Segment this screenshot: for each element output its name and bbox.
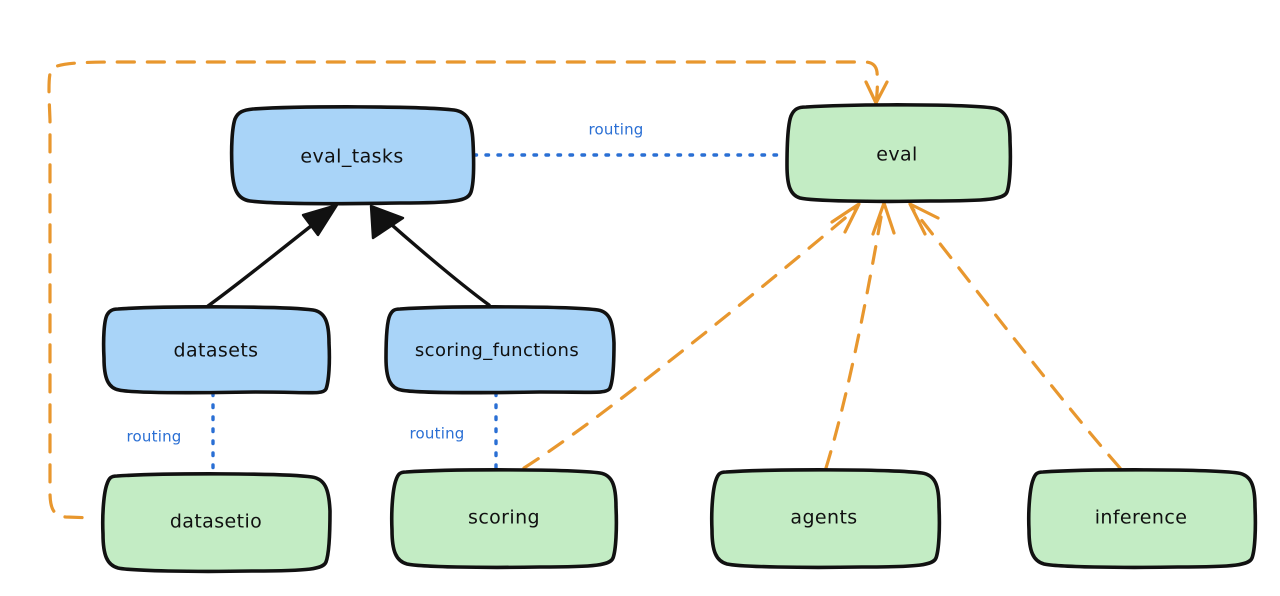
edge-datasets-to-datasetio: routing [127, 391, 215, 475]
arrowhead-agents-eval [871, 201, 896, 236]
node-agents[interactable]: agents [709, 468, 942, 570]
node-shape-inference [1026, 468, 1258, 570]
edge-eval_tasks-to-eval: routing [472, 121, 788, 157]
edge-path-inference-eval [910, 206, 1122, 470]
node-shape-eval_tasks [229, 105, 476, 206]
arrowhead-datasets-eval_tasks [301, 203, 339, 237]
edge-label-routing-scoring: routing [410, 425, 465, 443]
edge-inference-to-eval [908, 202, 1122, 470]
edge-agents-to-eval [824, 201, 896, 470]
node-shape-datasets [101, 305, 332, 395]
node-inference[interactable]: inference [1026, 468, 1258, 570]
node-shape-agents [709, 468, 942, 570]
node-label-datasetio: datasetio [170, 511, 262, 533]
arrowhead-scoring-eval [830, 202, 861, 234]
node-eval[interactable]: eval [785, 103, 1013, 204]
node-label-scoring: scoring [468, 507, 540, 529]
node-shape-scoring_functions [384, 305, 616, 395]
edge-label-routing-datasetio: routing [127, 428, 182, 446]
node-scoring_functions[interactable]: scoring_functions [384, 305, 616, 395]
edge-path-agents-eval [824, 204, 885, 470]
arrowhead-inference-eval [908, 202, 940, 236]
node-label-agents: agents [790, 507, 857, 529]
node-shape-eval [785, 103, 1013, 204]
node-scoring[interactable]: scoring [389, 468, 619, 570]
edge-scoring_functions-to-eval_tasks [369, 204, 491, 307]
node-datasetio[interactable]: datasetio [100, 472, 332, 574]
edge-path-scoring-eval [522, 206, 859, 470]
node-datasets[interactable]: datasets [101, 305, 332, 395]
node-shape-scoring [389, 468, 619, 570]
node-label-eval: eval [876, 144, 917, 166]
node-eval_tasks[interactable]: eval_tasks [229, 105, 476, 206]
arrowhead-scoring_functions-eval_tasks [369, 204, 405, 240]
node-label-eval_tasks: eval_tasks [300, 146, 403, 168]
edge-datasets-to-eval_tasks [206, 203, 339, 308]
arrowhead-eval-top [864, 80, 889, 105]
node-label-datasets: datasets [174, 340, 259, 362]
node-shape-datasetio [100, 472, 332, 574]
edge-scoring_functions-to-scoring: routing [410, 391, 498, 471]
edge-scoring-to-eval [522, 202, 861, 470]
node-label-inference: inference [1095, 507, 1188, 529]
edge-eval-to-datasetio [47, 60, 889, 520]
edge-path-eval-datasetio [47, 60, 880, 520]
node-label-scoring_functions: scoring_functions [415, 340, 579, 361]
edge-label-routing-eval: routing [589, 121, 644, 139]
